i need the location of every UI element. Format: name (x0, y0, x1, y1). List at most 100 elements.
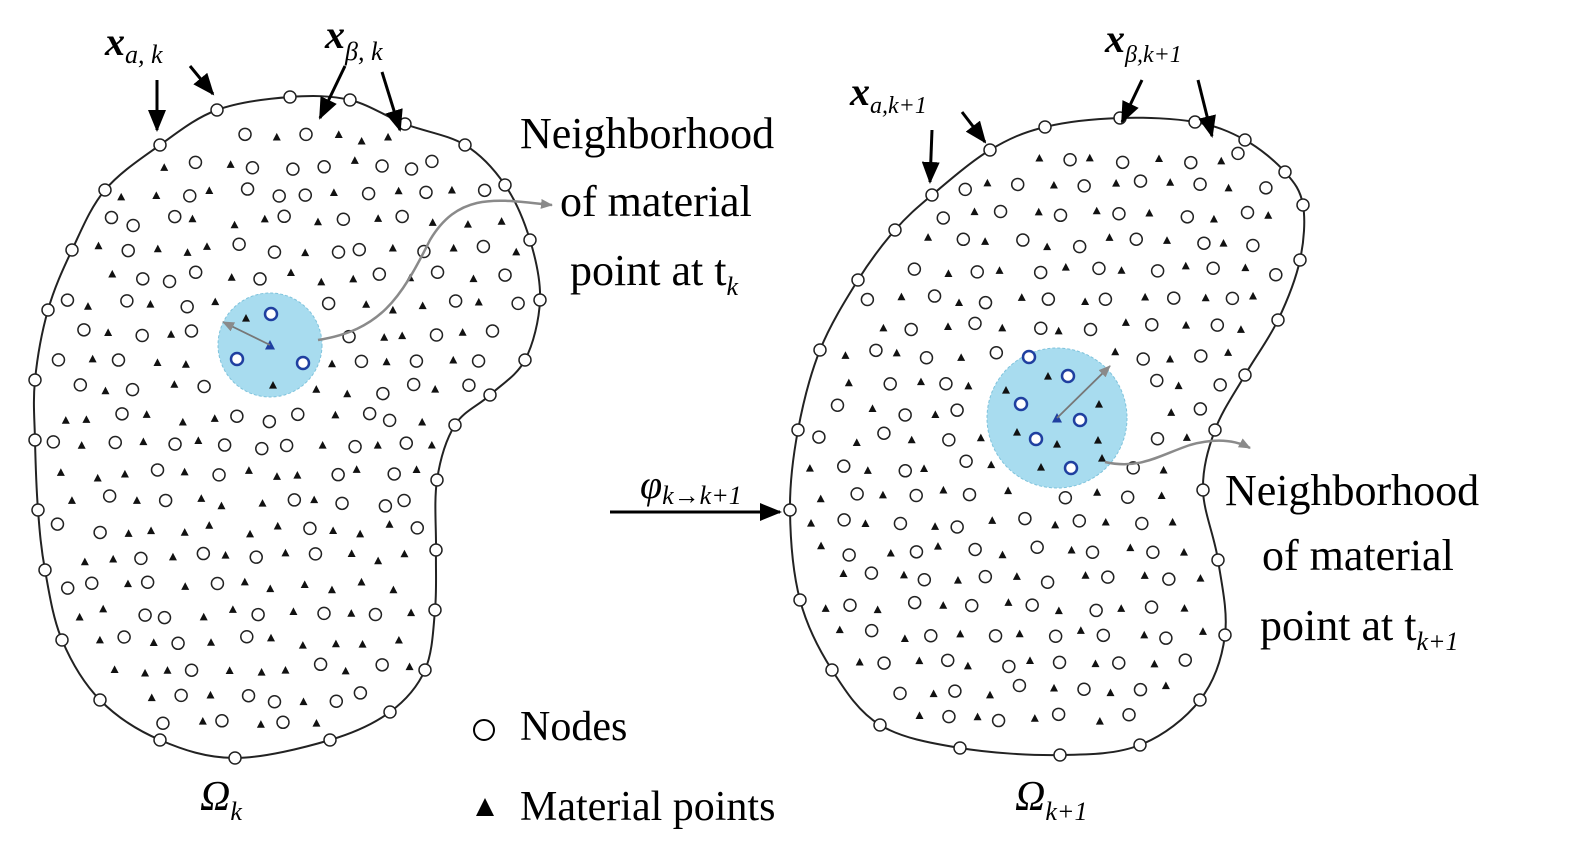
right-labels: xa,k+1 xβ,k+1 Neighborhood of material p… (849, 16, 1479, 826)
node (299, 127, 313, 142)
node (279, 438, 294, 453)
node (1052, 655, 1067, 670)
node (212, 468, 226, 482)
node (303, 521, 317, 536)
boundary-node (448, 418, 462, 432)
material-point (944, 269, 953, 277)
material-point (956, 629, 965, 638)
node (60, 581, 75, 595)
node (286, 162, 300, 176)
material-point (117, 192, 126, 201)
boundary-node (1211, 553, 1225, 567)
boundary-node (93, 693, 107, 707)
node (1018, 511, 1032, 526)
boundary-node (1208, 423, 1222, 437)
material-point (88, 354, 97, 363)
svg-text:point at tk+1: point at tk+1 (1260, 601, 1459, 656)
material-point (310, 495, 319, 504)
material-point (852, 438, 861, 447)
node (1085, 545, 1100, 560)
node (217, 438, 232, 452)
material-point (1121, 318, 1130, 326)
material-point (205, 186, 214, 194)
boundary-node (1293, 253, 1307, 267)
legend-material-points: Material points (520, 784, 775, 830)
material-point (1004, 598, 1013, 606)
node (1180, 210, 1195, 224)
node (174, 688, 188, 703)
material-point (1163, 236, 1172, 244)
material-point (1159, 465, 1168, 474)
node (184, 663, 199, 677)
material-point (939, 485, 948, 494)
node (348, 439, 362, 454)
neighborhood-node (263, 306, 279, 322)
node (907, 262, 922, 276)
boundary-node (523, 233, 537, 247)
boundary-node (1271, 313, 1285, 327)
material-point (1224, 183, 1233, 192)
material-point (123, 579, 132, 588)
node (1051, 707, 1066, 722)
boundary-node (343, 93, 357, 107)
neighborhood-node (1028, 431, 1044, 447)
node (115, 407, 129, 421)
neighborhood-node (1063, 460, 1079, 476)
material-point (93, 473, 102, 482)
material-point (226, 160, 235, 168)
node (291, 407, 305, 422)
material-point (1061, 263, 1070, 271)
material-point (1091, 659, 1100, 668)
material-point (412, 465, 421, 473)
material-point (1112, 179, 1121, 187)
boundary-node (793, 593, 807, 607)
material-point (868, 404, 877, 412)
material-point (953, 576, 962, 584)
boundary-node (1196, 483, 1210, 497)
node (406, 377, 421, 392)
material-point (886, 548, 895, 557)
boundary-node (28, 373, 42, 387)
node (395, 209, 409, 224)
node (375, 658, 389, 672)
node (240, 630, 254, 644)
material-point (347, 549, 356, 557)
boundary-node (825, 663, 839, 677)
boundary-node (925, 188, 939, 202)
boundary-node (1296, 198, 1310, 212)
x-alpha-k1-label: x (849, 69, 870, 114)
neighborhood-material-point (1098, 454, 1106, 462)
node (93, 525, 107, 540)
node (267, 245, 282, 259)
neighborhood-label-line2: of material (1262, 531, 1454, 580)
material-point (318, 440, 327, 449)
material-point (915, 711, 924, 720)
material-point (1196, 574, 1205, 582)
material-point (329, 188, 338, 197)
material-point (428, 218, 437, 226)
material-point (1167, 408, 1176, 416)
material-point (463, 220, 472, 228)
node (1034, 321, 1048, 335)
material-point (957, 353, 966, 361)
node (232, 237, 246, 251)
material-point (210, 414, 219, 422)
node (180, 300, 194, 314)
node (978, 569, 993, 584)
node (168, 209, 182, 224)
material-point (1081, 571, 1090, 579)
material-point (988, 516, 997, 524)
node (917, 573, 932, 587)
material-point (933, 542, 942, 550)
node (1010, 177, 1025, 192)
material-point (835, 625, 844, 634)
boundary-node (1193, 693, 1207, 707)
material-point (1043, 242, 1052, 251)
material-point (352, 465, 361, 473)
material-point (983, 178, 992, 187)
material-point (380, 333, 389, 341)
material-point (497, 217, 506, 225)
node (184, 324, 199, 338)
node (924, 629, 938, 643)
boundary-node (38, 563, 52, 577)
